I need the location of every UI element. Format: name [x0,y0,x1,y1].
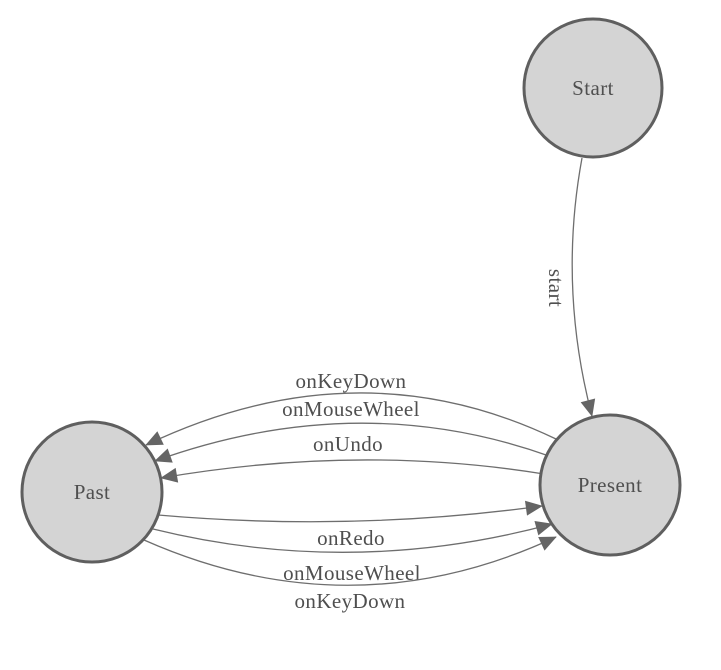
edge-label-onkeydown-bottom: onKeyDown [295,589,406,613]
edge-start-to-present: start [544,157,596,417]
edge-label-onmousewheel-top: onMouseWheel [282,397,420,421]
node-past[interactable]: Past [20,420,164,564]
edge-label-onredo: onRedo [317,526,385,550]
edge-label-onmousewheel-bottom: onMouseWheel [283,561,421,585]
edge-onkeydown-top-path [145,392,557,446]
node-start-circle[interactable] [522,17,664,159]
edge-onredo-path [157,500,543,523]
edge-label-onkeydown-top: onKeyDown [296,369,407,393]
edge-label-onundo: onUndo [313,432,383,456]
node-start-label: Start [572,76,614,100]
edge-onmousewheel-present-to-past: onMouseWheel [154,397,550,463]
node-present-circle[interactable] [538,413,682,557]
node-present-label: Present [578,473,643,497]
edge-onkeydown-past-to-present: onKeyDown [143,536,557,613]
node-present[interactable]: Present [538,413,682,557]
edge-onkeydown-present-to-past: onKeyDown [145,369,557,446]
node-past-label: Past [74,480,111,504]
edge-onkeydown-bottom-path [143,536,557,586]
edge-onundo-present-to-past: onUndo [160,432,545,483]
edge-onundo-path [160,459,545,483]
edge-onmousewheel-past-to-present: onMouseWheel [152,520,553,585]
edge-start-path [571,157,596,417]
edge-onredo-past-to-present: onRedo [157,500,543,550]
edge-label-start: start [544,269,568,307]
node-past-circle[interactable] [20,420,164,564]
edge-onmousewheel-top-path [154,422,550,463]
node-start[interactable]: Start [522,17,664,159]
edge-onmousewheel-bottom-path [152,520,553,553]
